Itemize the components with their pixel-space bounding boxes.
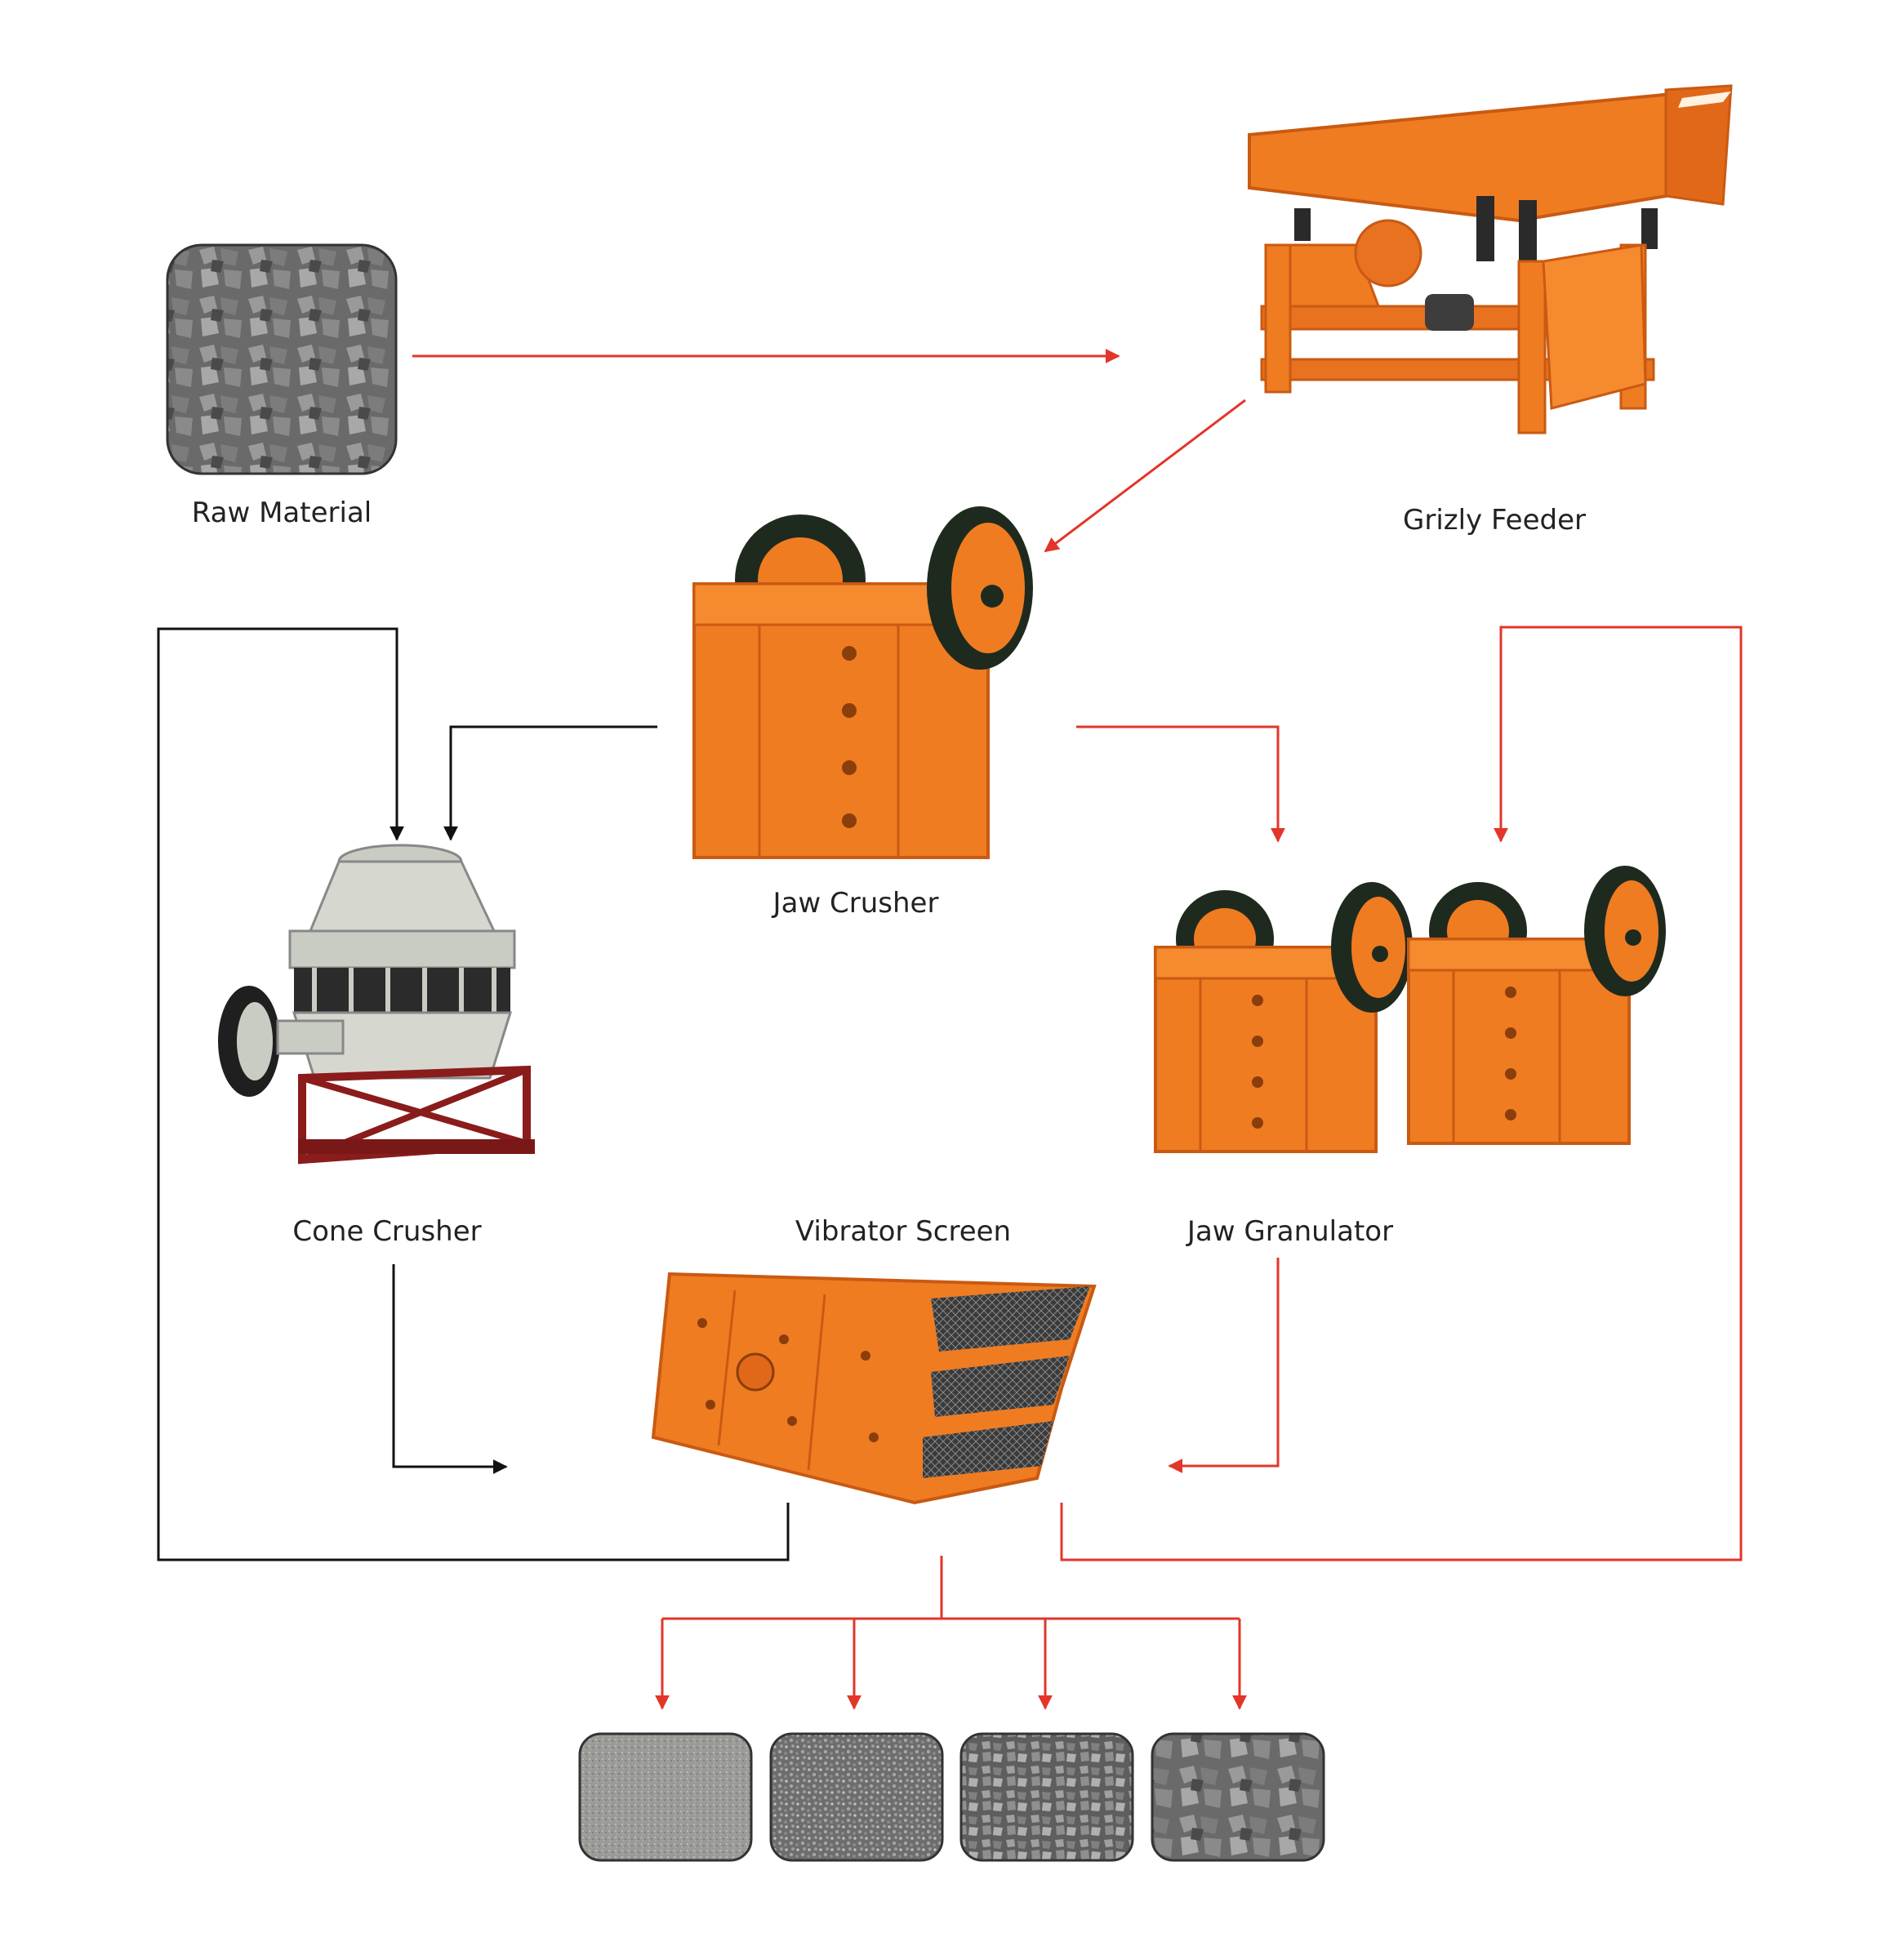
product-fine-sand — [578, 1732, 753, 1862]
label-grizly-feeder: Grizly Feeder — [1402, 504, 1587, 537]
product-medium-gravel — [959, 1732, 1134, 1862]
label-jaw-granulator: Jaw Granulator — [1186, 1215, 1394, 1248]
cone-crusher-machine — [218, 844, 535, 1165]
label-cone-crusher: Cone Crusher — [292, 1215, 482, 1248]
jaw-crusher-machine — [692, 506, 1033, 859]
label-vibrator-screen: Vibrator Screen — [795, 1215, 1012, 1248]
product-fine-gravel — [769, 1732, 944, 1862]
grizly-feeder-machine — [1248, 84, 1733, 434]
connectors — [157, 349, 1743, 1710]
jaw-granulator-machine — [1154, 866, 1666, 1153]
product-coarse-gravel — [1151, 1732, 1325, 1862]
vibrator-screen-machine — [651, 1272, 1097, 1505]
label-jaw-crusher: Jaw Crusher — [772, 887, 939, 920]
label-raw-material: Raw Material — [191, 497, 372, 529]
raw-stone-image — [166, 243, 398, 475]
